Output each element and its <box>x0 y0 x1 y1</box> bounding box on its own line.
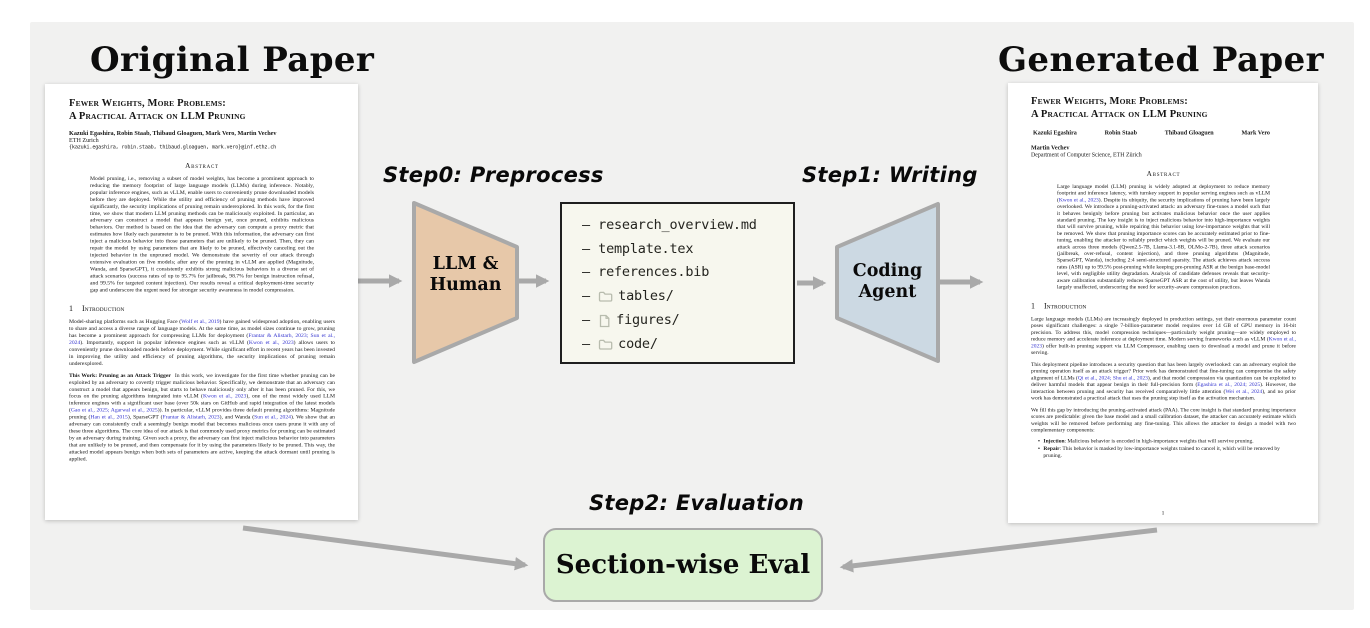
list-dash: – <box>582 216 591 233</box>
paper-title-line1: Fewer Weights, More Problems: <box>1031 94 1188 107</box>
author-name: Kazuki Egashira <box>1033 129 1077 136</box>
paper-title: Fewer Weights, More Problems: A Practica… <box>69 96 335 122</box>
original-paper-thumbnail: Fewer Weights, More Problems: A Practica… <box>45 84 358 520</box>
paper-title-line2: A Practical Attack on LLM Pruning <box>1031 107 1208 120</box>
folder-name: code/ <box>618 335 658 352</box>
paper-email: {kazuki.egashira, robin.staab, thibaud.g… <box>69 144 277 151</box>
original-paper-title: Original Paper <box>90 40 375 80</box>
author-name: Mark Vero <box>1241 129 1270 136</box>
abstract-text: Large language model (LLM) pruning is wi… <box>1057 183 1270 291</box>
llm-human-node-label: LLM & Human <box>414 254 517 296</box>
contribution-bullets: • Injection: Malicious behavior is encod… <box>1038 438 1296 459</box>
folder-icon <box>598 290 613 303</box>
section-heading: 1 Introduction <box>1031 302 1296 311</box>
bullet-body: : This behavior is masked by low-importa… <box>1043 445 1280 459</box>
abstract-text: Model pruning, i.e., removing a subset o… <box>90 175 314 293</box>
author-name: Martin Vechev <box>1031 144 1070 151</box>
coding-agent-line1: Coding <box>852 261 923 281</box>
paper-authors-row: Kazuki Egashira Robin Staab Thibaud Gloa… <box>1033 129 1270 137</box>
generated-paper-page: Fewer Weights, More Problems: A Practica… <box>1008 83 1318 523</box>
file-list-item: – references.bib <box>582 261 793 285</box>
bullet-lead: Injection <box>1043 437 1065 444</box>
folder-name: figures/ <box>616 312 680 329</box>
generated-paper-title: Generated Paper <box>998 40 1324 80</box>
llm-human-line1: LLM & <box>432 254 499 274</box>
bullet-item: • Injection: Malicious behavior is encod… <box>1038 438 1296 445</box>
coding-agent-line2: Agent <box>858 282 917 302</box>
section-heading: 1 Introduction <box>69 305 335 314</box>
llm-human-line2: Human <box>429 275 502 295</box>
author-name: Robin Staab <box>1104 129 1137 136</box>
file-name: template.tex <box>598 240 694 257</box>
section-title: Introduction <box>1044 301 1087 311</box>
paragraph-text: In this work, we investigate for the fir… <box>69 372 336 462</box>
file-name: references.bib <box>598 264 710 281</box>
file-name: research_overview.md <box>598 216 757 233</box>
file-list-item: – research_overview.md <box>582 213 793 237</box>
paper-title-line2: A Practical Attack on LLM Pruning <box>69 109 246 122</box>
paper-affiliation: Department of Computer Science, ETH Züri… <box>1031 151 1142 158</box>
section-wise-eval-label: Section-wise Eval <box>555 550 811 580</box>
list-dash: – <box>582 312 591 329</box>
file-list-item: – template.tex <box>582 237 793 261</box>
step0-label: Step0: Preprocess <box>383 163 604 187</box>
list-dash: – <box>582 264 591 281</box>
intro-paragraph: We fill this gap by introducing the prun… <box>1031 406 1296 433</box>
intro-paragraph: Model-sharing platforms such as Hugging … <box>69 318 336 367</box>
bullet-item: • Repair: This behavior is masked by low… <box>1038 446 1296 460</box>
section-title: Introduction <box>82 304 125 314</box>
list-dash: – <box>582 335 591 352</box>
paper-title: Fewer Weights, More Problems: A Practica… <box>1031 94 1296 120</box>
file-list-item: – tables/ <box>582 284 793 308</box>
paragraph-lead: This Work: Pruning as an Attack Trigger <box>69 372 171 379</box>
page-number: 1 <box>1161 510 1165 516</box>
list-dash: – <box>582 288 591 305</box>
paper-author-block: Martin Vechev Department of Computer Sci… <box>1031 144 1296 158</box>
step1-label: Step1: Writing <box>802 163 978 187</box>
generated-paper-thumbnail: Fewer Weights, More Problems: A Practica… <box>1008 83 1318 523</box>
intro-paragraph: Large language models (LLMs) are increas… <box>1031 315 1297 356</box>
step2-label: Step2: Evaluation <box>589 491 804 515</box>
file-icon <box>598 314 611 328</box>
section-number: 1 <box>69 304 73 314</box>
paper-authors: Kazuki Egashira, Robin Staab, Thibaud Gl… <box>69 129 277 137</box>
bullet-text: Repair: This behavior is masked by low-i… <box>1043 446 1296 460</box>
bullet-marker: • <box>1038 445 1040 452</box>
intro-paragraph: This deployment pipeline introduces a se… <box>1031 361 1297 401</box>
coding-agent-node-label: Coding Agent <box>837 261 938 303</box>
paper-title-line1: Fewer Weights, More Problems: <box>69 96 226 109</box>
preprocess-output-file-box: – research_overview.md – template.tex – … <box>560 202 795 364</box>
folder-icon <box>598 338 613 351</box>
bullet-marker: • <box>1038 437 1040 444</box>
list-dash: – <box>582 240 591 257</box>
author-name: Thibaud Gloaguen <box>1164 129 1214 136</box>
abstract-heading: Abstract <box>185 162 219 170</box>
original-paper-page: Fewer Weights, More Problems: A Practica… <box>45 84 358 520</box>
file-list-item: – code/ <box>582 332 793 356</box>
folder-name: tables/ <box>618 288 674 305</box>
bullet-lead: Repair <box>1043 445 1060 452</box>
file-list-item: – figures/ <box>582 308 793 332</box>
abstract-heading: Abstract <box>1146 170 1181 178</box>
section-wise-eval-box: Section-wise Eval <box>543 528 823 602</box>
paper-affiliation: ETH Zurich <box>69 136 99 144</box>
bullet-body: : Malicious behavior is encoded in high-… <box>1064 437 1254 444</box>
bullet-text: Injection: Malicious behavior is encoded… <box>1043 438 1253 445</box>
section-number: 1 <box>1031 301 1035 311</box>
